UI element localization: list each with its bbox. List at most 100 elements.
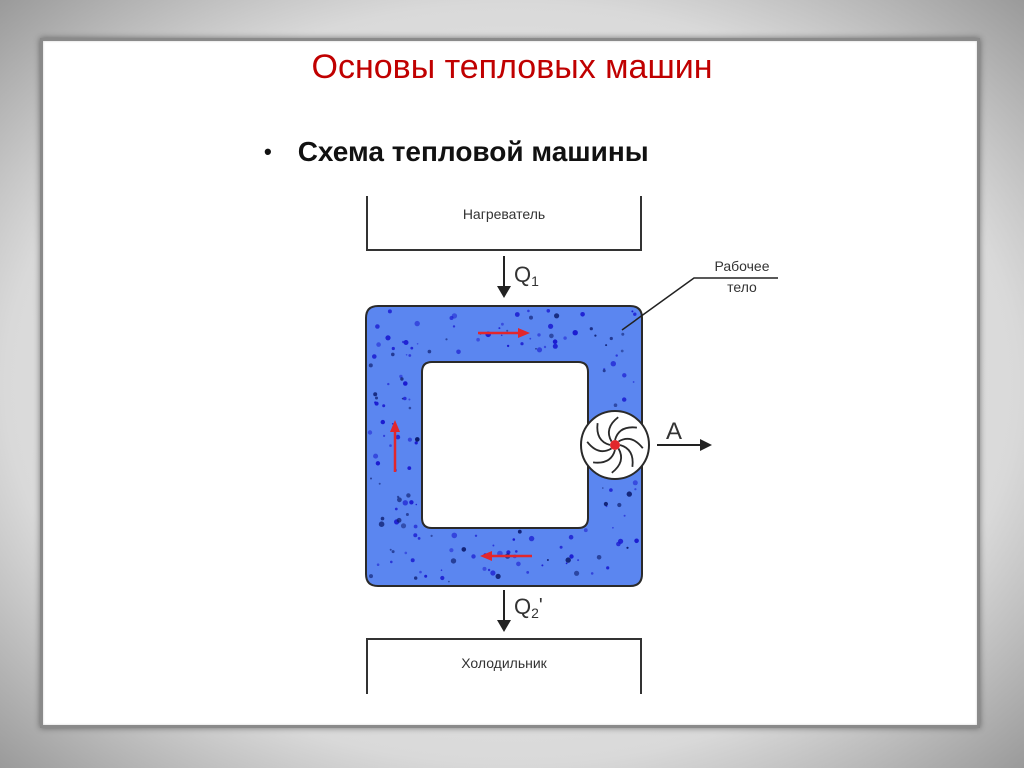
particle — [406, 493, 411, 498]
particle — [375, 396, 378, 400]
particle — [617, 502, 622, 508]
heater-label: Нагреватель — [463, 206, 545, 222]
particle — [413, 524, 418, 529]
particle — [405, 354, 408, 356]
particle — [610, 361, 616, 367]
particle — [615, 354, 618, 357]
particle — [596, 555, 602, 560]
particle — [589, 327, 593, 331]
working-body — [365, 305, 643, 587]
particle — [528, 535, 535, 542]
particle — [367, 430, 373, 435]
turbine-blade — [596, 422, 611, 446]
particle — [405, 513, 409, 516]
particle — [402, 500, 408, 506]
particle — [609, 488, 613, 492]
turbine-blade — [592, 449, 616, 464]
particle — [415, 437, 420, 442]
particle — [380, 419, 385, 425]
particle — [430, 534, 433, 538]
work-arrow — [657, 439, 712, 451]
working-body-label-line2: тело — [727, 279, 757, 295]
cooler-box: Холодильник — [366, 638, 642, 694]
particle — [474, 534, 478, 537]
particle — [602, 369, 606, 373]
particle — [546, 309, 551, 313]
particle — [622, 397, 627, 402]
q1-arrow — [497, 256, 511, 298]
particle — [543, 345, 547, 349]
particle — [417, 537, 421, 540]
working-body-callout: Рабочее тело — [621, 258, 778, 331]
particle — [529, 315, 533, 320]
flow-arrow-top — [478, 328, 530, 338]
heater-box: Нагреватель — [366, 196, 642, 251]
particle — [376, 563, 380, 566]
turbine-blade — [618, 437, 644, 449]
particle — [391, 346, 395, 351]
particle — [609, 336, 613, 341]
particle — [400, 377, 404, 381]
particle — [413, 533, 418, 538]
particle — [527, 309, 530, 313]
turbine-blade — [614, 426, 638, 441]
turbine-blade — [611, 448, 623, 474]
particle — [409, 500, 414, 505]
particle — [370, 477, 372, 480]
particle — [471, 554, 476, 559]
particle — [526, 571, 530, 574]
particle — [501, 322, 504, 326]
turbine-blade — [586, 441, 612, 453]
particle — [590, 572, 594, 575]
particle — [456, 349, 461, 355]
particle — [506, 344, 510, 348]
particle — [602, 487, 604, 489]
particle — [378, 482, 381, 485]
particle — [626, 491, 632, 497]
particle — [583, 528, 588, 533]
particle — [373, 392, 378, 397]
particle — [535, 347, 537, 350]
particle — [410, 558, 415, 563]
particle — [506, 329, 509, 332]
particle — [574, 570, 580, 576]
particle — [606, 566, 610, 570]
particle — [383, 434, 386, 437]
turbine-icon — [580, 410, 650, 480]
particle — [395, 434, 401, 440]
particle — [520, 342, 524, 346]
particle — [372, 354, 377, 359]
particle — [634, 538, 639, 544]
flow-arrow-bottom — [480, 551, 532, 561]
particle — [452, 325, 456, 328]
particle — [399, 374, 403, 379]
particle — [407, 437, 412, 442]
particle — [408, 398, 411, 401]
particle — [620, 349, 624, 353]
particle — [369, 574, 373, 579]
particle — [380, 516, 385, 521]
particle — [594, 334, 597, 337]
particle — [378, 521, 385, 527]
particle — [387, 382, 390, 386]
particle — [631, 310, 634, 313]
particle — [546, 559, 549, 561]
particle — [385, 335, 391, 341]
particle — [415, 503, 418, 506]
particle — [495, 573, 501, 580]
particle — [487, 568, 491, 572]
particle — [404, 551, 408, 555]
bullet-text: Схема тепловой машины — [297, 136, 649, 167]
particle — [451, 313, 458, 319]
particle — [554, 313, 560, 319]
particle — [536, 347, 543, 353]
particle — [613, 403, 618, 408]
particle — [552, 343, 558, 349]
particle — [403, 381, 408, 386]
particle — [500, 334, 503, 337]
particle — [414, 441, 418, 445]
particle — [391, 423, 394, 425]
particle — [621, 332, 625, 336]
q1-label: Q1 — [514, 262, 539, 289]
